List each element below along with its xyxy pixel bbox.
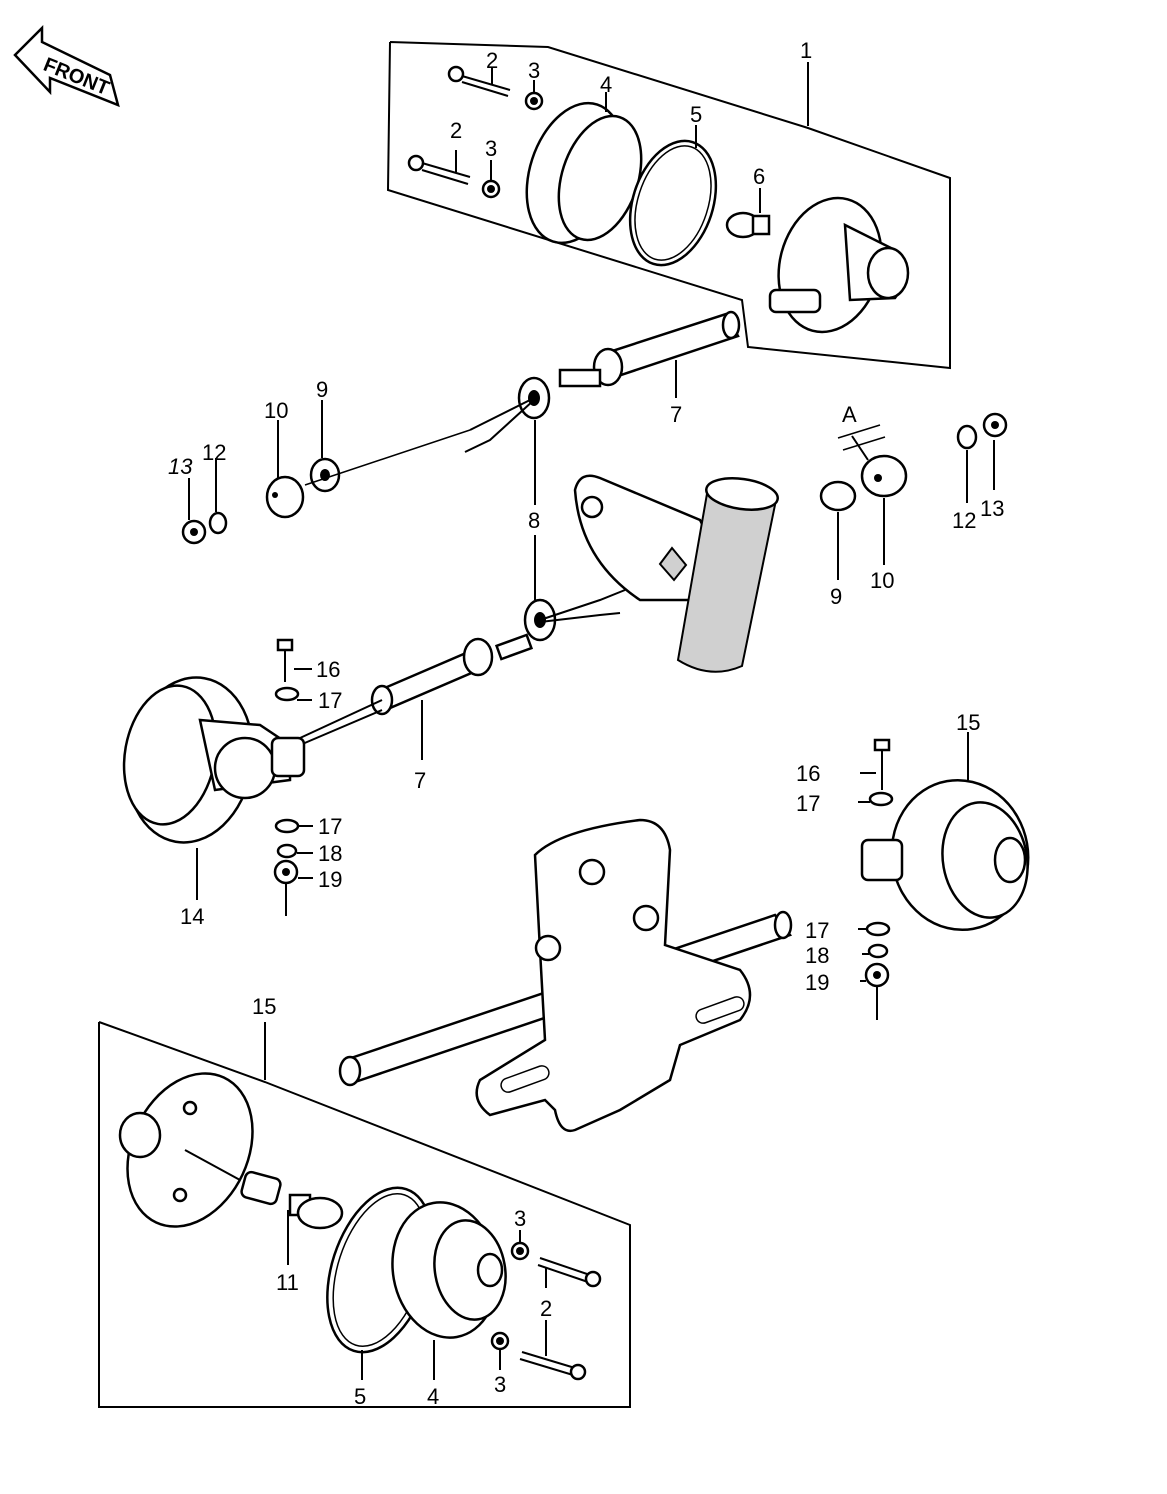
nut-part-3-rear-upper (510, 1230, 530, 1261)
callout-4a: 4 (600, 72, 612, 97)
callout-13b: 13 (980, 496, 1004, 521)
callout-17d: 17 (805, 918, 829, 943)
callout-17b: 17 (318, 814, 342, 839)
callout-9a: 9 (316, 377, 328, 402)
lens-part-4-rear (391, 1201, 507, 1380)
washer-part-17-right-top (858, 791, 894, 807)
callout-6a: 6 (753, 164, 765, 189)
callout-a: A (842, 402, 857, 427)
washer-part-12-right (956, 424, 978, 503)
callout-5b: 5 (354, 1384, 366, 1409)
callout-15b: 15 (252, 994, 276, 1019)
callout-15a: 15 (956, 710, 980, 735)
bolt-part-16-right (860, 738, 891, 790)
gasket-part-5-upper (628, 125, 718, 267)
nut-part-19-left (273, 859, 313, 916)
nut-part-19-right (860, 962, 890, 1020)
callout-3d: 3 (494, 1372, 506, 1397)
callout-2c: 2 (540, 1296, 552, 1321)
bolt-part-2-upper (447, 65, 511, 97)
callout-3c: 3 (514, 1206, 526, 1231)
callout-12a: 12 (202, 440, 226, 465)
washer-part-12-left (208, 458, 228, 535)
assembly-1-outline (386, 41, 951, 370)
cap-part-10-right (860, 454, 908, 565)
callout-3a: 3 (528, 58, 540, 83)
callout-8: 8 (528, 508, 540, 533)
callout-2b: 2 (450, 118, 462, 143)
nut-part-13-right (982, 412, 1008, 490)
turn-signal-part-15-right (860, 732, 1030, 932)
socket-part-15-rear (184, 1149, 282, 1206)
callout-18a: 18 (318, 841, 342, 866)
callout-9b: 9 (830, 584, 842, 609)
shaft-axis-left (304, 429, 471, 486)
washer-part-18-left (276, 843, 313, 859)
callout-17a: 17 (318, 688, 342, 713)
washer-part-17-right-bottom (858, 921, 891, 937)
grommet-part-8 (464, 376, 626, 642)
washer-part-17-left-bottom (274, 818, 313, 834)
callout-17c: 17 (796, 791, 820, 816)
headlight-bracket (573, 474, 779, 673)
callout-3b: 3 (485, 136, 497, 161)
dimension-a (837, 424, 886, 461)
callout-4b: 4 (427, 1384, 439, 1409)
washer-part-17-left-top (274, 686, 312, 702)
nut-part-13-left (181, 478, 207, 545)
bolt-part-2-rear-lower (519, 1320, 587, 1381)
bushing-part-9-left (309, 400, 341, 493)
housing-part-15-rear (118, 1022, 266, 1228)
stem-part-7-lower (299, 633, 534, 760)
callout-1: 1 (800, 38, 812, 63)
housing-part-1 (768, 62, 910, 334)
callout-10b: 10 (870, 568, 894, 593)
washer-part-18-right (862, 943, 889, 959)
turn-signal-part-14 (122, 676, 306, 900)
nut-part-3-upper (524, 80, 544, 111)
callout-19b: 19 (805, 970, 829, 995)
bolt-part-16-left (276, 638, 312, 682)
bolt-part-2-rear-upper (537, 1257, 602, 1288)
lens-part-4-upper (525, 92, 643, 245)
cap-part-10-left (265, 420, 305, 519)
callout-16a: 16 (316, 657, 340, 682)
bulb-part-11-rear (287, 1193, 344, 1265)
nut-part-3-rear-lower (490, 1331, 510, 1370)
bulb-part-6-upper (725, 188, 771, 239)
callout-16b: 16 (796, 761, 820, 786)
callout-2a: 2 (486, 48, 498, 73)
nut-part-3-lower (481, 160, 501, 199)
callout-5a: 5 (690, 102, 702, 127)
callout-19a: 19 (318, 867, 342, 892)
callout-18b: 18 (805, 943, 829, 968)
bushing-part-9-right (819, 480, 857, 580)
assembly-15-outline (98, 1021, 631, 1408)
callout-12b: 12 (952, 508, 976, 533)
bolt-part-2-lower (407, 150, 471, 185)
stem-part-7-upper (558, 310, 741, 398)
rear-license-bracket (338, 818, 793, 1133)
callout-7b: 7 (414, 768, 426, 793)
callout-14: 14 (180, 904, 204, 929)
callout-7a: 7 (670, 402, 682, 427)
callout-10a: 10 (264, 398, 288, 423)
callout-13a: 13 (168, 454, 193, 479)
callout-11: 11 (276, 1270, 299, 1295)
front-direction-arrow: FRONT (13, 24, 120, 108)
